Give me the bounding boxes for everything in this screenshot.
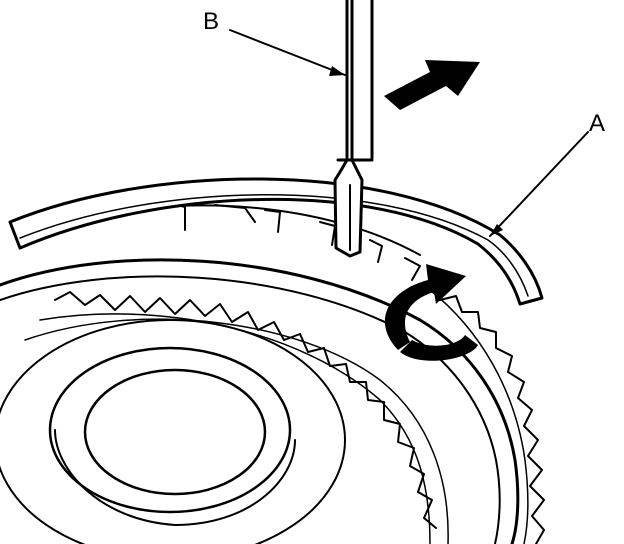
clutch-drum: [0, 258, 520, 544]
callout-a-leader: [489, 131, 589, 237]
inner-gear-teeth: [54, 291, 437, 529]
inner-gear-root: [39, 313, 431, 544]
callout-a-arrowhead: [490, 224, 503, 236]
callout-a-label: A: [589, 110, 606, 137]
callout-b-leader: [229, 29, 346, 76]
snap-ring: [8, 177, 544, 306]
callout-b-label: B: [203, 8, 220, 35]
screwdriver-icon: [333, 0, 374, 258]
center-hub: [0, 319, 346, 544]
rotate-direction-arrow-icon: [384, 264, 478, 361]
push-direction-arrow-icon: [384, 60, 480, 110]
clutch-plate-lugs: [439, 295, 545, 544]
callout-b-arrowhead: [329, 66, 345, 76]
